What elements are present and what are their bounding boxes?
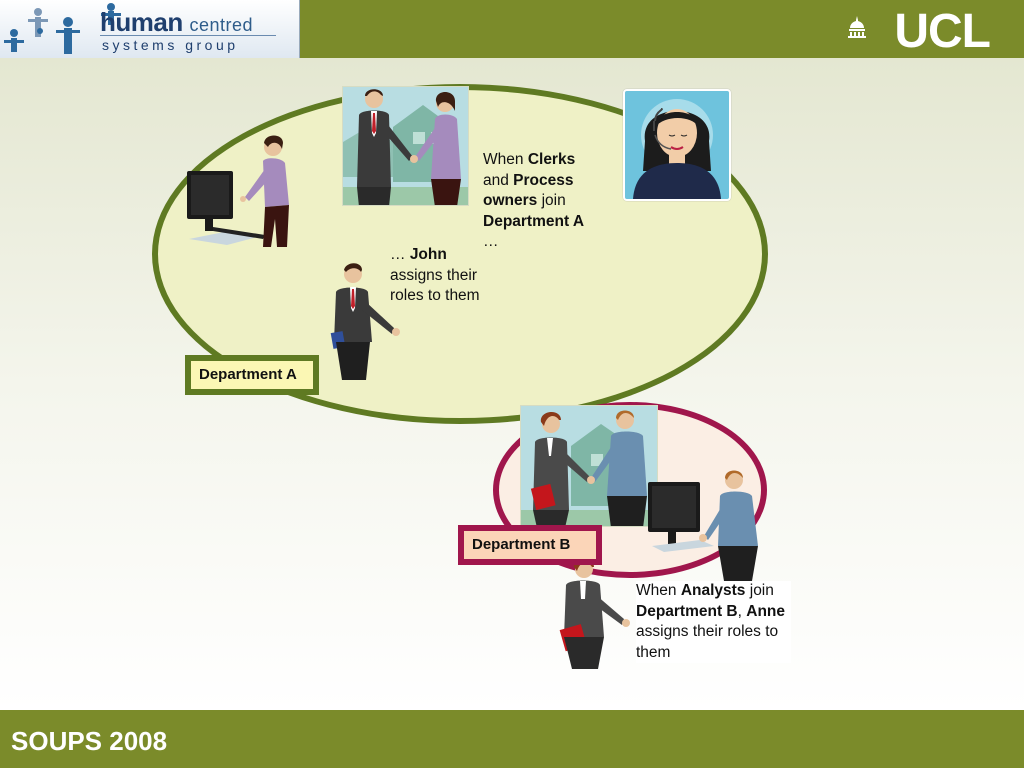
hcsg-logo-rule xyxy=(100,35,276,36)
ucl-dome-icon xyxy=(848,16,866,38)
john-assigns-caption: … John assigns their roles to them xyxy=(390,246,480,304)
hcsg-logo: human centred systems group xyxy=(0,0,300,58)
man-at-computer xyxy=(648,470,758,581)
handshake-image-b xyxy=(520,405,658,527)
headset-operator xyxy=(623,89,731,201)
footer-bar: SOUPS 2008 xyxy=(0,710,1024,768)
hcsg-top-figure-icon xyxy=(101,3,121,25)
department-a-label: Department A xyxy=(185,355,319,395)
hcsg-logo-title: human centred xyxy=(100,7,254,37)
analysts-join-caption: When Analysts join Department B, Anne as… xyxy=(636,581,791,663)
woman-at-computer xyxy=(187,135,289,247)
header-bar: human centred systems group UCL xyxy=(0,0,1024,58)
handshake-image-a xyxy=(342,86,469,206)
woman-with-red-book xyxy=(559,558,630,669)
clerks-join-caption: When Clerks and Process owners join Depa… xyxy=(483,151,585,250)
ucl-logo: UCL xyxy=(894,5,991,58)
department-b-label: Department B xyxy=(458,525,602,565)
footer-title: SOUPS 2008 xyxy=(11,726,168,756)
man-with-folder xyxy=(330,263,400,380)
hcsg-people-icon xyxy=(4,8,80,54)
hcsg-logo-subtitle: systems group xyxy=(102,37,239,53)
